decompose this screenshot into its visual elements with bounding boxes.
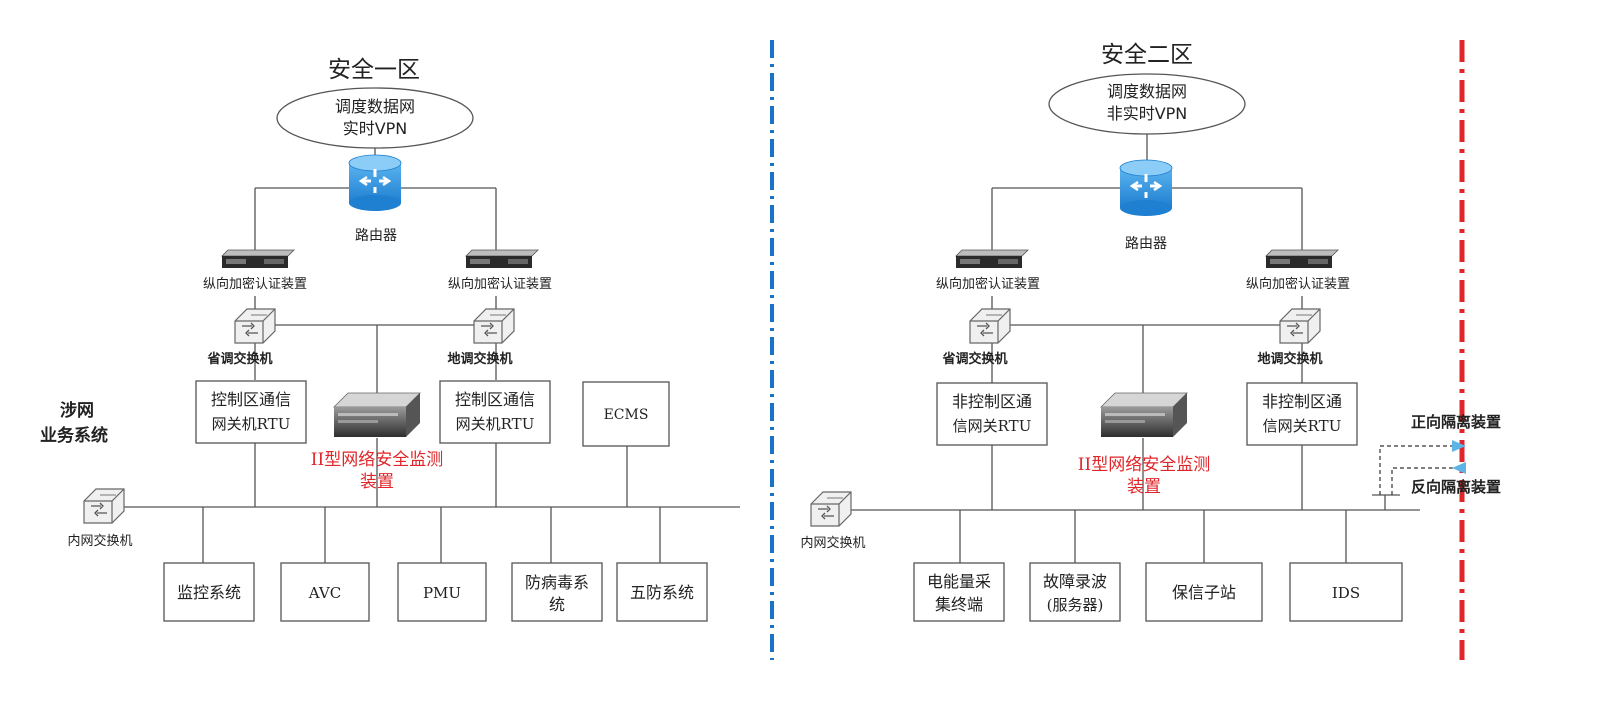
zone-2-gateway-right-line1: 非控制区通	[1262, 392, 1342, 411]
zone-1-monitor-line2: 装置	[360, 472, 394, 492]
zone-2-system-box	[913, 562, 1005, 622]
router-icon	[1118, 158, 1174, 218]
zone-2-gateway-left	[936, 382, 1048, 446]
zone-1-router-label: 路由器	[355, 228, 397, 244]
zone-2-switch-right: 地调交换机	[1257, 351, 1322, 367]
forward-arrow-icon	[1452, 440, 1466, 452]
zone-2-encrypt-right: 纵向加密认证装置	[1246, 276, 1350, 292]
zone-1-gateway-right-line2: 网关机RTU	[456, 415, 535, 433]
zone-2-switch-left: 省调交换机	[941, 351, 1007, 367]
server-icon	[333, 392, 421, 438]
zone-1-gateway-right-line1: 控制区通信	[455, 390, 535, 409]
zone-2-vpn-line2: 非实时VPN	[1107, 104, 1188, 123]
reverse-isolation-label: 反向隔离装置	[1411, 478, 1501, 496]
switch-icon	[234, 308, 276, 344]
zone-1-system-box	[616, 562, 708, 622]
zone-2-title: 安全二区	[1101, 42, 1193, 68]
zone-2-monitor-line1: II型网络安全监测	[1078, 455, 1210, 475]
zone-2-system-label: 故障录波	[1043, 572, 1107, 591]
zone-2-system-label: 集终端	[935, 595, 983, 614]
zone-1-system-box	[397, 562, 487, 622]
zone-2-monitor-line2: 装置	[1127, 477, 1161, 497]
switch-icon	[810, 491, 852, 527]
zone-2-inner-switch: 内网交换机	[800, 535, 865, 551]
zone-2-system-box	[1145, 562, 1263, 622]
zone-1-monitor-line1: II型网络安全监测	[311, 450, 443, 470]
zone-2-router-label: 路由器	[1125, 236, 1167, 252]
reverse-arrow-icon	[1452, 462, 1466, 474]
zone-1-title: 安全一区	[328, 57, 420, 83]
switch-icon	[83, 488, 125, 524]
zone-1-system-label: PMU	[423, 584, 461, 602]
switch-icon	[1279, 308, 1321, 344]
zone-2-encrypt-left: 纵向加密认证装置	[936, 276, 1040, 292]
zone-1: 安全一区 调度数据网 实时VPN 路由器 纵向加密认证装置 纵向加密认证装置 省…	[40, 57, 740, 622]
encryption-device-icon	[955, 249, 1029, 269]
zone-1-encrypt-right: 纵向加密认证装置	[448, 276, 552, 292]
zone-1-ecms-label: ECMS	[604, 407, 649, 423]
zone-1-business-line2: 业务系统	[40, 425, 108, 446]
zone-1-business-line1: 涉网	[60, 401, 94, 421]
zone-2-gateway-right-line2: 信网关RTU	[1263, 417, 1342, 435]
encryption-device-icon	[465, 249, 539, 269]
encryption-device-icon	[1265, 249, 1339, 269]
zone-1-gateway-left-line1: 控制区通信	[211, 390, 291, 409]
router-icon	[347, 153, 403, 213]
zone-2-vpn-line1: 调度数据网	[1107, 82, 1187, 101]
zone-1-ecms-box	[582, 381, 670, 447]
zone-2-system-label: 电能量采	[927, 572, 991, 591]
zone-1-gateway-left-line2: 网关机RTU	[212, 415, 291, 433]
switch-icon	[473, 308, 515, 344]
forward-isolation-label: 正向隔离装置	[1411, 413, 1501, 431]
zone-2-gateway-left-line1: 非控制区通	[952, 392, 1032, 411]
zone-2-system-box	[1029, 562, 1121, 622]
zone-1-gateway-left	[195, 380, 307, 444]
zone-2-system-label: 保信子站	[1172, 583, 1236, 602]
zone-2-gateway-right	[1246, 382, 1358, 446]
zone-1-system-label: 监控系统	[177, 583, 241, 602]
encryption-device-icon	[221, 249, 295, 269]
switch-icon	[969, 308, 1011, 344]
zone-1-system-box	[511, 562, 603, 622]
zone-1-system-box	[163, 562, 255, 622]
zone-1-encrypt-left: 纵向加密认证装置	[203, 276, 307, 292]
zone-2: 安全二区 调度数据网 非实时VPN 路由器 纵向加密认证装置 纵向加密认证装置 …	[800, 42, 1501, 622]
zone-2-system-box	[1289, 562, 1403, 622]
zone-2-system-label: IDS	[1332, 584, 1360, 602]
zone-1-system-label: 统	[549, 595, 565, 614]
zone-1-vpn-line1: 调度数据网	[335, 97, 415, 116]
zone-1-system-box	[280, 562, 370, 622]
zone-1-system-label: 五防系统	[630, 583, 694, 602]
zone-1-inner-switch: 内网交换机	[67, 533, 132, 549]
zone-2-gateway-left-line2: 信网关RTU	[953, 417, 1032, 435]
zone-1-switch-left: 省调交换机	[206, 351, 272, 367]
zone-2-system-label: (服务器)	[1047, 596, 1104, 614]
zone-1-vpn-line2: 实时VPN	[343, 119, 408, 138]
zone-1-system-label: AVC	[308, 584, 341, 602]
zone-1-system-label: 防病毒系	[525, 573, 589, 592]
zone-1-gateway-right	[439, 380, 551, 444]
server-icon	[1100, 392, 1188, 438]
zone-1-switch-right: 地调交换机	[447, 351, 512, 367]
